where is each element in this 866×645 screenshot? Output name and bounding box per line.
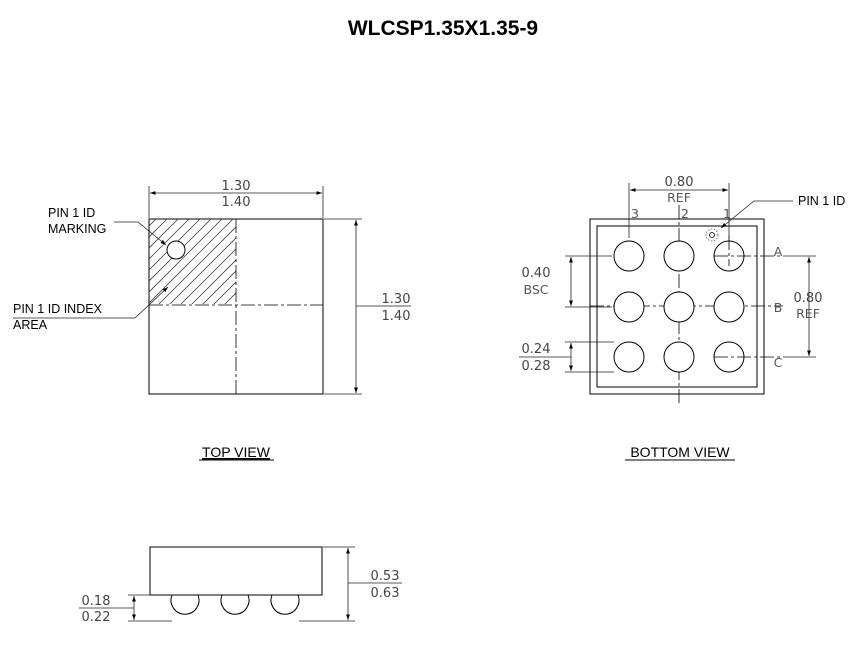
hatch-line: [149, 219, 212, 282]
pin1-id-dotted-ring: [705, 228, 719, 242]
pin1-id-dot: [709, 232, 715, 238]
pin1-marking-leader: [114, 221, 167, 246]
side-bump-middle: [220, 594, 250, 615]
bump-b2: [663, 291, 695, 323]
bottom-view-inner-body: [596, 225, 758, 388]
side-view-body: [149, 546, 323, 596]
hatch-line: [158, 226, 236, 304]
pitch-span-value: 0.80: [665, 175, 694, 190]
bottom-view-outer-body: [589, 218, 765, 395]
side-bump-right: [270, 594, 300, 615]
row-span-value: 0.80: [794, 291, 823, 306]
pin1-index-area-hatch: [149, 219, 236, 304]
hatch-line: [191, 259, 236, 304]
row-span-note: REF: [796, 306, 820, 321]
standoff-min: 0.18: [82, 594, 111, 609]
pin1-marking-circle: [166, 240, 186, 260]
top-width-max: 1.40: [222, 195, 251, 210]
hatch-line: [213, 281, 236, 304]
hatch-line: [169, 237, 236, 304]
row-label-b: B: [774, 300, 783, 315]
pitch-span-note: REF: [667, 190, 691, 205]
bottom-view-caption: BOTTOM VIEW: [630, 444, 730, 460]
bump-b1: [713, 291, 745, 323]
hatch-line: [202, 270, 236, 304]
ball-dim-min: 0.24: [522, 342, 551, 357]
pin1-id-label: PIN 1 ID: [798, 194, 845, 208]
hatch-line: [149, 219, 234, 304]
pin1-index-label-line1: PIN 1 ID INDEX: [13, 302, 103, 316]
drawing-title: WLCSP1.35X1.35-9: [348, 17, 538, 40]
bump-array: [613, 236, 783, 373]
side-height-min: 0.53: [371, 569, 400, 584]
top-height-min: 1.30: [382, 292, 411, 307]
pin1-marking-label-line1: PIN 1 ID: [48, 206, 95, 220]
bump-a2: [663, 240, 695, 272]
pitch-note: BSC: [523, 282, 548, 297]
bump-a3: [613, 240, 645, 272]
side-view: 0.53 0.63 0.18 0.22: [79, 546, 402, 625]
pitch-value: 0.40: [522, 266, 551, 281]
hatch-line: [149, 219, 223, 293]
top-view: 1.30 1.40 1.30 1.40 PIN 1 ID MARKING PIN…: [13, 179, 411, 461]
pin1-index-leader: [13, 286, 169, 319]
side-height-max: 0.63: [371, 586, 400, 601]
ball-dim-max: 0.28: [522, 359, 551, 374]
column-label-1: 1: [723, 206, 731, 221]
column-label-3: 3: [631, 206, 639, 221]
column-label-2: 2: [681, 206, 689, 221]
bottom-view: PIN 1 ID 3 2 1 A B C 0.80 REF 0.80 REF 0…: [519, 175, 845, 461]
top-width-min: 1.30: [222, 179, 251, 194]
row-label-c: C: [774, 355, 783, 370]
bump-c3: [613, 341, 645, 373]
pin1-index-label-line2: AREA: [13, 318, 48, 332]
hatch-line: [224, 292, 236, 304]
side-bump-left: [170, 594, 200, 615]
hatch-line: [235, 303, 236, 304]
top-view-caption: TOP VIEW: [202, 444, 271, 460]
hatch-line: [149, 219, 190, 260]
top-height-max: 1.40: [382, 309, 411, 324]
bump-b3: [613, 291, 645, 323]
pin1-marking-label-line2: MARKING: [48, 222, 106, 236]
hatch-line: [149, 219, 168, 238]
hatch-line: [149, 219, 201, 271]
pin1-id-leader: [720, 200, 793, 229]
bump-c2: [663, 341, 695, 373]
standoff-max: 0.22: [82, 610, 111, 625]
hatch-line: [149, 219, 179, 249]
hatch-line: [180, 248, 236, 304]
row-label-a: A: [774, 244, 783, 259]
